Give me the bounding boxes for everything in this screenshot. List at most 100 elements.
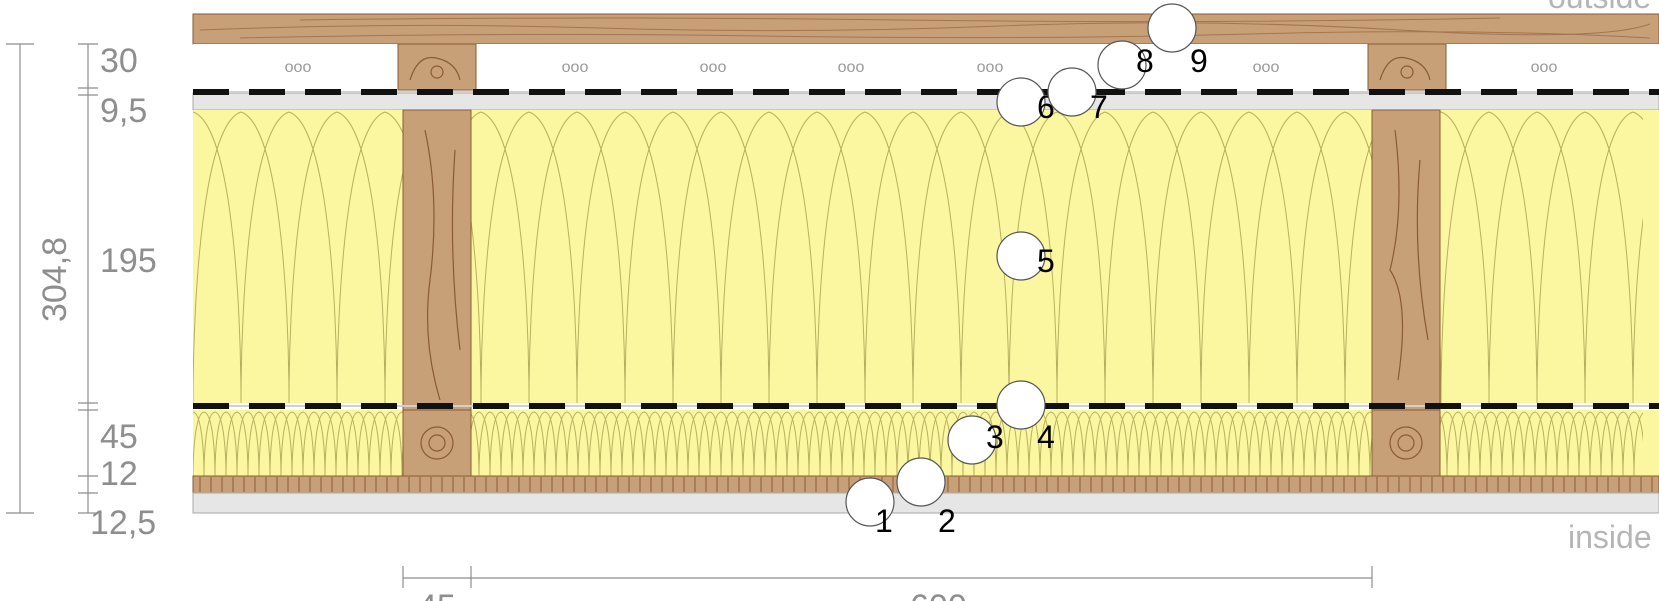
layer-label-12-5: 12,5 [90, 504, 156, 542]
membrane-dash [249, 403, 285, 409]
membrane-dash [1257, 403, 1293, 409]
membrane-dash [641, 403, 677, 409]
insulation-loop [907, 411, 931, 476]
vent-symbol: ooo [977, 59, 1004, 76]
insulation-loop [687, 411, 711, 476]
marker-7: 7 [1047, 67, 1108, 125]
membrane-dash [1089, 403, 1125, 409]
insulation-loop [1104, 111, 1202, 403]
insulation-loop [1556, 411, 1580, 476]
insulation-loop [1622, 411, 1643, 476]
insulation-loop [1083, 411, 1107, 476]
batten-knot [430, 65, 444, 79]
insulation-loop [599, 411, 623, 476]
insulation-loop [698, 411, 722, 476]
membrane-dash [529, 89, 565, 95]
marker-label: 9 [1190, 43, 1208, 79]
batten-grain [1379, 56, 1431, 81]
insulation-loop [522, 411, 546, 476]
batten-grain [409, 56, 461, 81]
insulation-loop [335, 411, 359, 476]
layer-label-195: 195 [100, 242, 157, 280]
marker-2: 2 [896, 457, 956, 539]
insulation-loop [269, 411, 293, 476]
insulation-loop [624, 111, 722, 403]
insulation-loop [874, 411, 898, 476]
insulation-loop [313, 411, 337, 476]
left-dimension-lines [6, 43, 98, 514]
insulation-loop [1149, 411, 1173, 476]
insulation-loop [346, 411, 370, 476]
insulation-loop [1479, 411, 1503, 476]
insulation-loop [1584, 111, 1643, 403]
membrane-dash [1369, 89, 1405, 95]
marker-circle [1047, 67, 1097, 117]
vent-symbol: ooo [562, 59, 589, 76]
insulation-loop [775, 411, 799, 476]
layer-label-45: 45 [100, 418, 138, 456]
insulation-loop [291, 411, 315, 476]
top-batten [1367, 43, 1447, 91]
insulation-loop [764, 411, 788, 476]
insulation-loop [511, 411, 535, 476]
marker-circle [1097, 40, 1147, 90]
insulation-loop [654, 411, 678, 476]
insulation-loop [896, 411, 920, 476]
membrane-dash [865, 403, 901, 409]
insulation-loop [1490, 411, 1514, 476]
insulation-loop [1292, 411, 1316, 476]
insulation-loop [841, 411, 865, 476]
insulation-loop [1567, 411, 1591, 476]
insulation-loop [225, 411, 249, 476]
membrane-dash [809, 403, 845, 409]
insulation-loop [768, 111, 866, 403]
insulation-loop [1248, 411, 1272, 476]
membrane-dash [361, 403, 397, 409]
insulation-loop [864, 111, 962, 403]
bottom-dimension-lines [402, 566, 1373, 588]
vent-symbol: ooo [1531, 59, 1558, 76]
stud-grain [424, 129, 1429, 401]
insulation-loop [830, 411, 854, 476]
marker-circle [996, 231, 1046, 281]
insulation-loop [1600, 411, 1624, 476]
insulation-loop [489, 411, 513, 476]
insulation-loop [193, 111, 242, 403]
insulation-loop [753, 411, 777, 476]
membrane-dash [697, 403, 733, 409]
insulation-loop [1248, 111, 1346, 403]
inside-label: inside [1568, 519, 1652, 555]
insulation-loop [1488, 111, 1586, 403]
outside-label: outside [1548, 0, 1651, 15]
insulation-loop [1259, 411, 1283, 476]
insulation-loop [203, 411, 227, 476]
insulation-loop [1501, 411, 1525, 476]
insulation-loop [1050, 411, 1074, 476]
insulation-loop [1281, 411, 1305, 476]
membrane-dash [249, 89, 285, 95]
membrane-dash [585, 403, 621, 409]
membrane-dash [1593, 403, 1629, 409]
marker-circle [896, 457, 946, 507]
insulation-loop [368, 411, 392, 476]
insulation-loop [478, 411, 502, 476]
insulation-loop [302, 411, 326, 476]
insulation-loop [379, 411, 403, 476]
membrane-dash [361, 89, 397, 95]
membrane-dash [529, 403, 565, 409]
insulation-loop [797, 411, 821, 476]
vent-symbol: ooo [838, 59, 865, 76]
membrane-dash [977, 403, 1013, 409]
membrane-dash [1425, 89, 1461, 95]
marker-3: 3 [947, 415, 1004, 465]
insulation-loop [632, 411, 656, 476]
insulation-loop [1204, 411, 1228, 476]
insulation-loop [528, 111, 626, 403]
insulation-loop [731, 411, 755, 476]
membrane-dash [809, 89, 845, 95]
insulation-loop [808, 411, 832, 476]
sheathing-board [192, 92, 1659, 111]
vapour-membrane [193, 403, 1659, 409]
insulation-loop [742, 411, 766, 476]
